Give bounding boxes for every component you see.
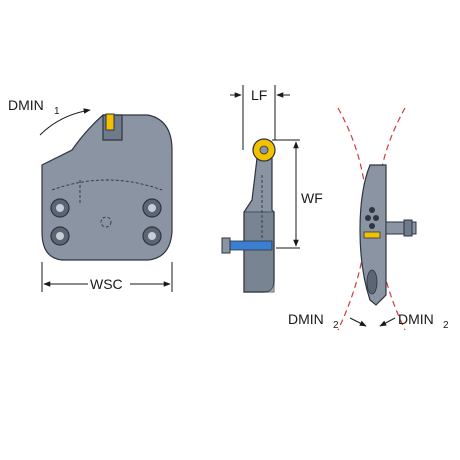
dmin2-left-label: DMIN xyxy=(288,311,324,327)
dmin1-arc xyxy=(39,108,91,136)
dmin2-right-label: DMIN xyxy=(398,311,434,327)
side-lower xyxy=(243,211,275,293)
side-view xyxy=(221,85,300,293)
top-stub-end xyxy=(403,219,413,237)
coolant-stub xyxy=(221,237,231,254)
dmin1-subscript: 1 xyxy=(54,106,60,117)
top-slot xyxy=(366,269,378,295)
screw-hole xyxy=(148,204,156,212)
front-view xyxy=(39,108,173,292)
screw-hole xyxy=(148,232,156,240)
top-hole xyxy=(369,223,375,229)
center-hole xyxy=(100,216,112,228)
lf-label: LF xyxy=(251,87,267,103)
top-hole xyxy=(365,215,371,221)
dmin1-label: DMIN xyxy=(8,97,44,113)
dmin2-left-subscript: 2 xyxy=(333,320,339,331)
insert-screw xyxy=(259,145,269,155)
top-hole xyxy=(373,215,379,221)
insert-yellow xyxy=(105,113,115,131)
screw-hole xyxy=(56,232,64,240)
screw-hole xyxy=(56,204,64,212)
screw-holes xyxy=(50,198,162,246)
wf-label: WF xyxy=(301,190,323,206)
dmin2-right-subscript: 2 xyxy=(443,320,449,331)
top-hole xyxy=(369,207,375,213)
top-view xyxy=(337,107,417,331)
top-insert xyxy=(363,231,381,239)
wsc-label: WSC xyxy=(90,276,123,292)
hidden-arc xyxy=(51,179,163,191)
head-body xyxy=(41,114,173,261)
